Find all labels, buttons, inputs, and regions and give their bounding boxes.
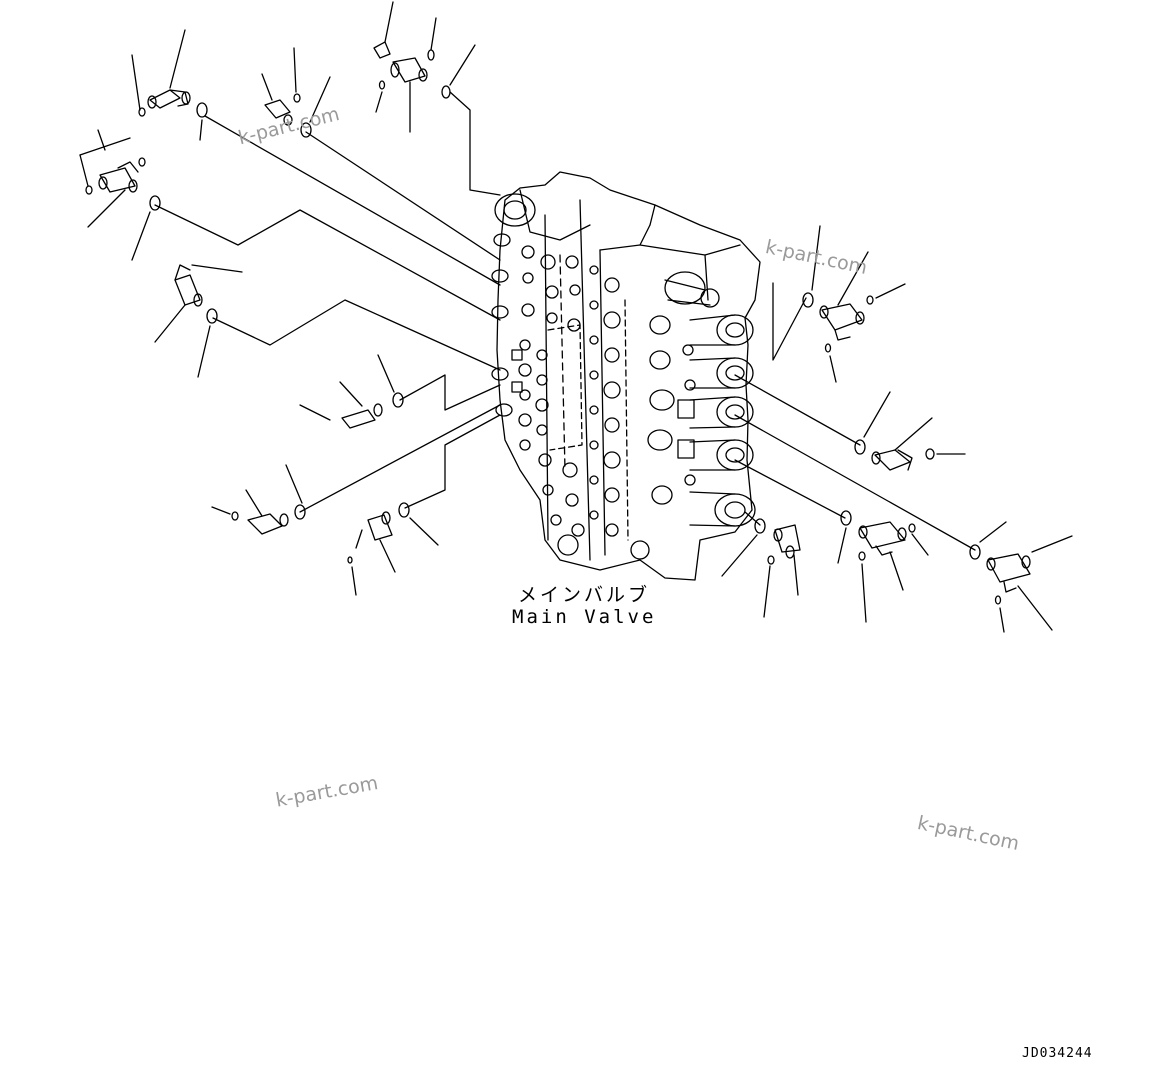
tee-fitting xyxy=(987,554,1030,592)
valve-label-english: Main Valve xyxy=(512,606,657,628)
o-ring xyxy=(970,545,980,559)
o-ring xyxy=(197,103,207,117)
o-ring xyxy=(393,393,403,407)
o-ring xyxy=(755,519,765,533)
valve-spools xyxy=(648,272,755,526)
tee-fitting xyxy=(391,58,427,132)
o-ring xyxy=(295,505,305,519)
drawing-number: JD034244 xyxy=(1022,1046,1093,1061)
elbow-fitting xyxy=(872,450,912,470)
o-ring xyxy=(301,123,311,137)
o-ring xyxy=(399,503,409,517)
tee-fitting xyxy=(99,162,138,192)
fittings xyxy=(80,2,1072,632)
elbow-fitting xyxy=(175,265,202,306)
o-ring xyxy=(841,511,851,525)
elbow-fitting xyxy=(262,74,292,125)
tee-fitting xyxy=(859,522,906,555)
connection-lines xyxy=(155,92,975,550)
o-ring xyxy=(855,440,865,454)
valve-ports-left xyxy=(492,234,522,416)
elbow-fitting xyxy=(148,30,190,108)
valve-holes xyxy=(519,246,649,559)
tee-fitting xyxy=(774,525,800,558)
o-ring xyxy=(150,196,160,210)
main-valve-body xyxy=(492,172,760,580)
o-ring xyxy=(207,309,217,323)
o-ring xyxy=(442,86,450,98)
o-ring xyxy=(803,293,813,307)
elbow-fitting xyxy=(248,514,288,534)
elbow-fitting xyxy=(342,404,382,428)
elbow-fitting xyxy=(356,512,392,548)
valve-label-japanese: メインバルブ xyxy=(518,584,651,606)
tee-fitting xyxy=(820,304,864,340)
